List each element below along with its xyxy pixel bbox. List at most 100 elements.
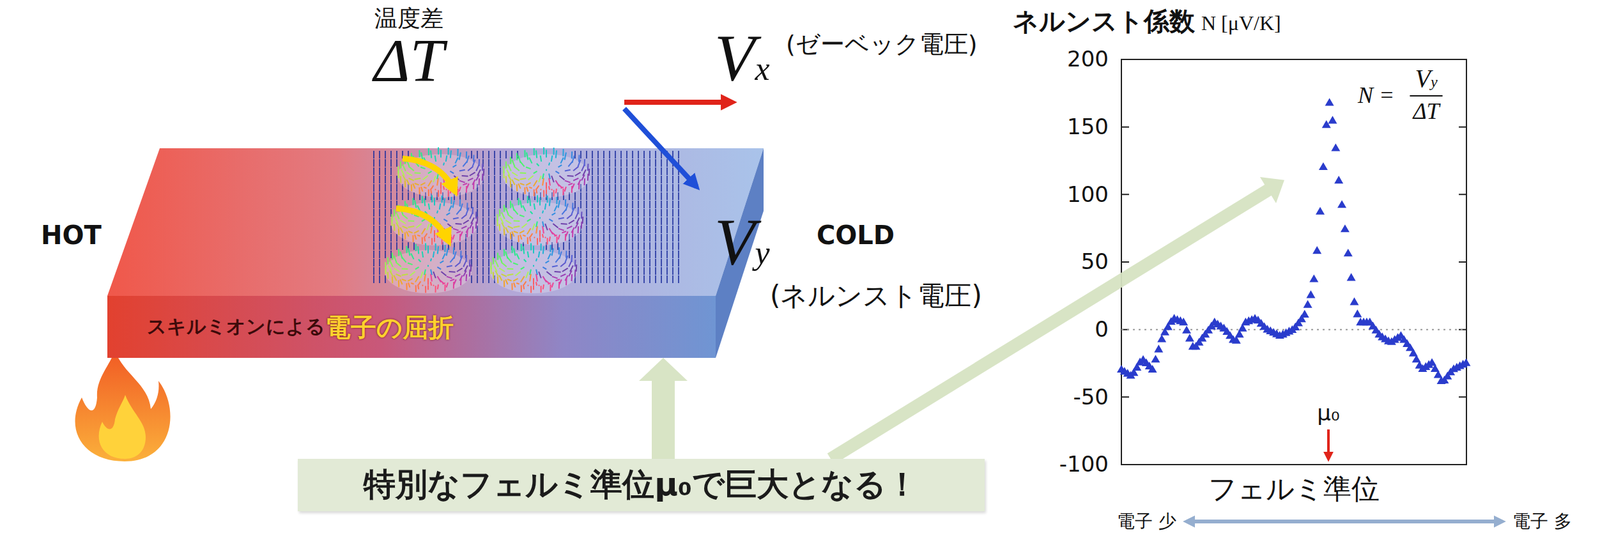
spin-needle bbox=[493, 242, 496, 250]
spin-needle bbox=[511, 192, 513, 200]
skyrmion-spin bbox=[421, 196, 424, 204]
skyrmion-spin bbox=[431, 238, 433, 246]
spin-needle bbox=[591, 217, 593, 225]
skyrmion-spin bbox=[465, 254, 468, 262]
spin-needle bbox=[620, 159, 622, 167]
spin-needle bbox=[643, 250, 645, 259]
spin-needle bbox=[660, 175, 662, 184]
spin-needle bbox=[620, 233, 622, 242]
skyrmion-spin bbox=[433, 230, 436, 238]
skyrmion-spin bbox=[400, 251, 402, 259]
callout-text: 特別なフェルミ準位μ₀で巨大となる！ bbox=[323, 466, 960, 504]
spin-needle bbox=[488, 242, 490, 250]
mu0-marker-label: μ₀ bbox=[1316, 400, 1340, 426]
electron-count-arrow bbox=[1186, 519, 1503, 524]
data-point bbox=[1148, 364, 1158, 373]
mu0-arrow bbox=[1327, 429, 1330, 459]
spin-needle bbox=[499, 200, 501, 209]
skyrmion-spin bbox=[529, 269, 531, 275]
skyrmion-spin bbox=[511, 246, 513, 254]
data-point bbox=[1153, 344, 1163, 353]
slab-top-face bbox=[107, 148, 764, 296]
spin-needle bbox=[626, 258, 628, 267]
skyrmion-spin bbox=[424, 198, 425, 206]
skyrmion-spin bbox=[439, 236, 441, 239]
skyrmion-spin bbox=[555, 196, 558, 204]
spin-needle bbox=[591, 258, 593, 267]
skyrmion-spin bbox=[499, 224, 501, 232]
spin-needle bbox=[626, 175, 628, 184]
skyrmion-spin bbox=[573, 178, 579, 181]
skyrmion-spin bbox=[540, 188, 542, 191]
spin-needle bbox=[591, 208, 593, 217]
spin-needle bbox=[384, 275, 386, 284]
spin-needle bbox=[677, 200, 680, 209]
spin-needle bbox=[620, 167, 622, 176]
skyrmion-spin bbox=[400, 279, 402, 285]
spin-needle bbox=[637, 150, 639, 159]
spin-needle bbox=[493, 200, 496, 209]
skyrmion-spin bbox=[397, 166, 400, 174]
skyrmion-spin bbox=[428, 148, 430, 156]
skyrmion-spin bbox=[396, 274, 402, 277]
spin-needle bbox=[384, 225, 386, 234]
skyrmion-spin bbox=[430, 150, 432, 158]
spin-needle bbox=[574, 250, 576, 259]
spin-needle bbox=[620, 267, 622, 275]
skyrmion-spin bbox=[532, 245, 535, 254]
spin-needle bbox=[585, 192, 588, 200]
spin-needle bbox=[413, 192, 415, 200]
skyrmion-spin bbox=[580, 221, 583, 229]
skyrmion-spin bbox=[420, 167, 425, 170]
spin-needle bbox=[654, 217, 657, 225]
spin-needle bbox=[666, 159, 668, 167]
spin-needle bbox=[677, 267, 680, 275]
spin-needle bbox=[499, 159, 501, 167]
skyrmion-spin bbox=[528, 175, 534, 180]
skyrmion-spin bbox=[558, 164, 563, 167]
skyrmion-spin bbox=[511, 203, 514, 211]
skyrmion-spin bbox=[533, 180, 538, 186]
skyrmion-spin bbox=[564, 169, 571, 172]
skyrmion-spin bbox=[560, 187, 563, 189]
spin-needle bbox=[677, 275, 680, 284]
skyrmion-spin bbox=[562, 188, 564, 196]
spin-needle bbox=[505, 192, 507, 200]
skyrmion bbox=[502, 146, 590, 198]
skyrmion-spin bbox=[415, 244, 417, 252]
spin-needle bbox=[390, 233, 392, 242]
skyrmion-spin bbox=[515, 271, 521, 276]
spin-needle bbox=[637, 275, 639, 284]
skyrmion-spin bbox=[527, 251, 530, 258]
skyrmion-spin bbox=[437, 246, 439, 254]
spin-needle bbox=[580, 242, 582, 250]
skyrmion-spin bbox=[446, 282, 448, 288]
spin-needle bbox=[597, 250, 599, 259]
skyrmion-spin bbox=[558, 184, 563, 188]
skyrmion-spin bbox=[517, 235, 519, 243]
skyrmion-spin bbox=[547, 253, 551, 259]
spin-needle bbox=[603, 192, 605, 200]
spin-needle bbox=[591, 175, 593, 184]
spin-needle bbox=[597, 242, 599, 250]
skyrmion-spin bbox=[414, 178, 422, 180]
skyrmion-spin bbox=[551, 188, 553, 191]
skyrmion-spin bbox=[461, 214, 467, 220]
skyrmion-spin bbox=[558, 200, 560, 209]
skyrmion-spin bbox=[501, 212, 505, 219]
spin-needle bbox=[591, 184, 593, 192]
skyrmion-spin bbox=[558, 247, 560, 255]
skyrmion-spin bbox=[428, 236, 431, 239]
skyrmion-spin bbox=[523, 150, 526, 158]
spin-needle bbox=[608, 150, 611, 159]
skyrmion-spin bbox=[424, 269, 426, 275]
skyrmion-spin bbox=[551, 155, 553, 162]
skyrmion-spin bbox=[447, 223, 453, 228]
data-point bbox=[1150, 354, 1160, 363]
skyrmion-spin bbox=[553, 189, 555, 197]
data-point bbox=[1330, 143, 1340, 151]
data-point bbox=[1312, 246, 1322, 254]
spin-needle bbox=[637, 184, 639, 192]
spin-needle bbox=[614, 225, 616, 234]
spin-needle bbox=[649, 258, 651, 267]
